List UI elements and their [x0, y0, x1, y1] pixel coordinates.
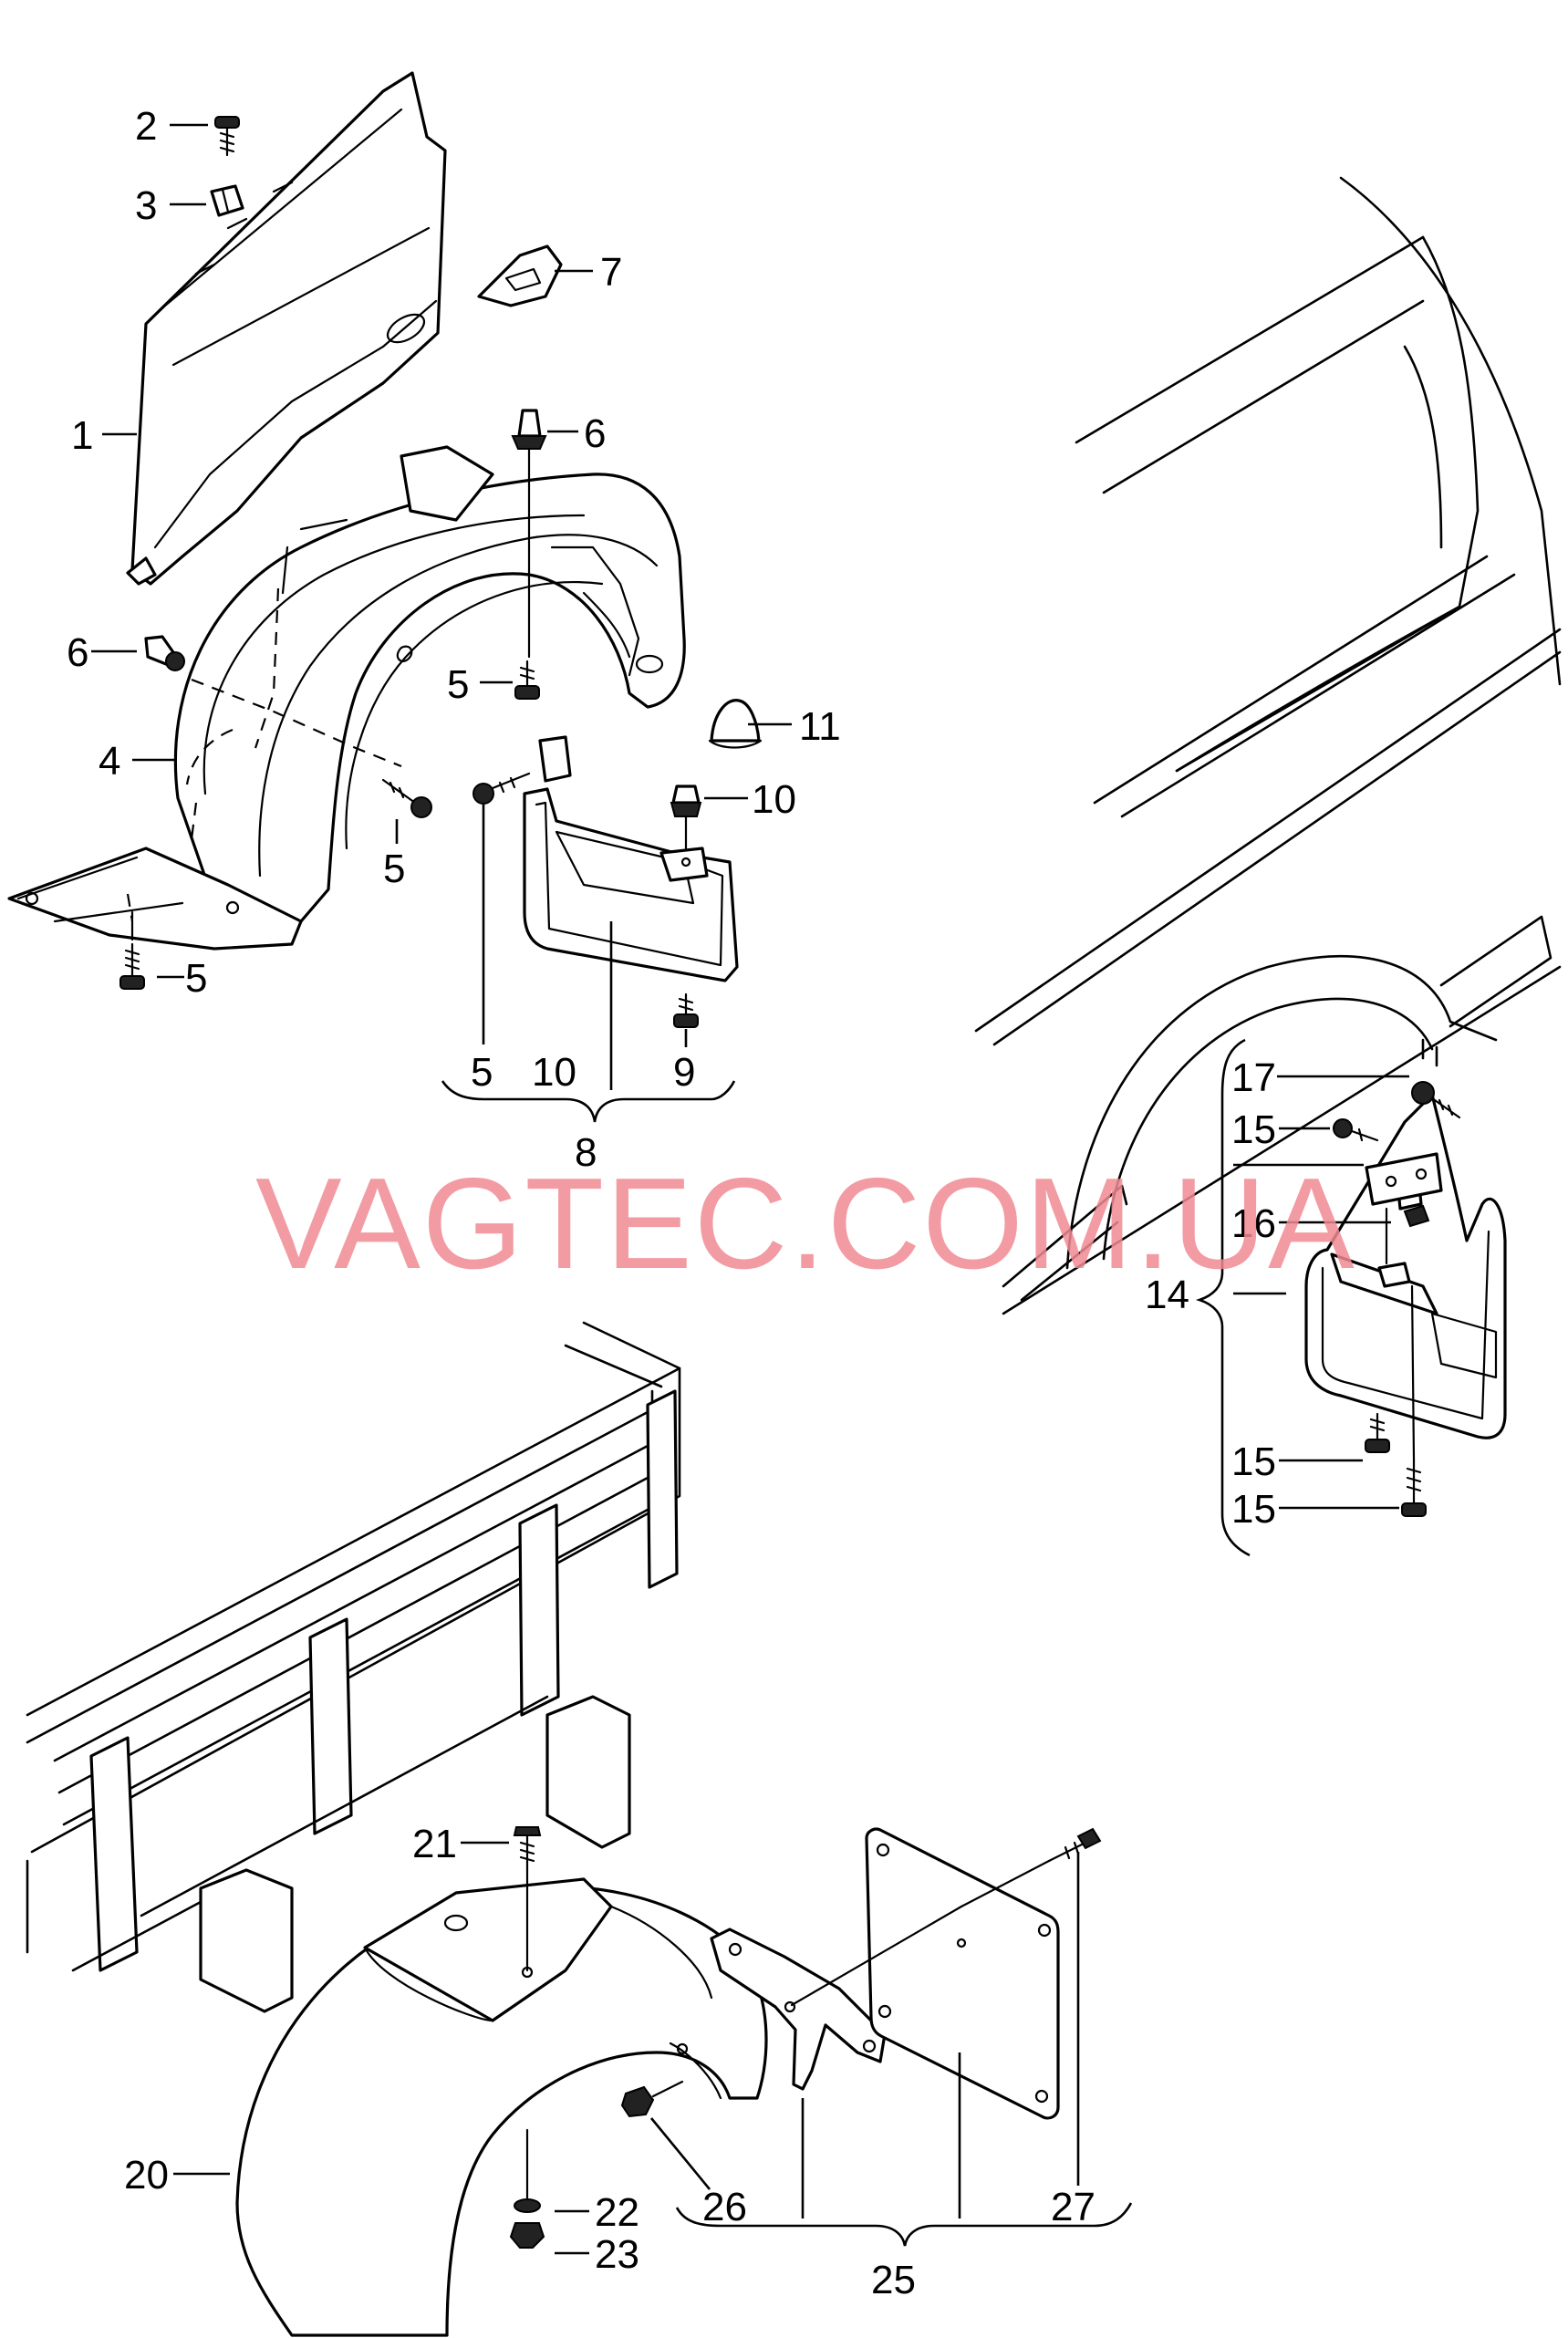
clip-nut-3: [210, 184, 244, 217]
watermark-text: VAGTEC.COM.UA: [255, 1151, 1356, 1296]
callout-14: 14: [1145, 1273, 1189, 1317]
callout-25: 25: [871, 2258, 916, 2302]
bolt-15-upper: [1333, 1118, 1379, 1142]
callout-8: 8: [575, 1130, 597, 1175]
bolt-2: [214, 116, 240, 157]
callout-5-flap: 5: [471, 1050, 493, 1095]
callout-22: 22: [595, 2190, 639, 2235]
callout-15-a: 15: [1231, 1107, 1276, 1152]
bolt-15-bottom: [1401, 1458, 1427, 1517]
mud-flap-front: [523, 735, 739, 982]
bolt-17: [1411, 1081, 1461, 1119]
pickup-bed: [26, 1321, 681, 2013]
bolt-15-lower: [1365, 1412, 1390, 1453]
callout-2: 2: [135, 104, 157, 149]
screw-5-flap: [472, 772, 531, 805]
callout-5-lower: 5: [185, 956, 207, 1001]
leader-lines: [91, 123, 1409, 2255]
callout-17: 17: [1231, 1055, 1276, 1100]
rear-fender: [235, 1877, 768, 2337]
callout-15-b: 15: [1231, 1439, 1276, 1484]
bracket-7: [477, 244, 563, 307]
wheel-housing-liner: [7, 445, 686, 951]
nut-16: [1403, 1204, 1430, 1228]
callout-10-nut: 10: [752, 777, 796, 822]
plate-holder-25: [865, 1827, 1060, 2120]
callout-5-liner: 5: [383, 847, 405, 891]
front-fender: [126, 71, 447, 586]
callout-5-upper: 5: [447, 662, 469, 707]
screw-5-liner: [381, 778, 432, 818]
screw-9: [673, 992, 699, 1028]
callout-1: 1: [71, 413, 93, 458]
bolt-21: [513, 1826, 542, 1972]
callout-23: 23: [595, 2232, 639, 2277]
callout-4: 4: [99, 739, 120, 784]
clip-6-upper: [511, 409, 547, 659]
nut-26: [620, 2080, 684, 2118]
bolt-27: [790, 1827, 1102, 2007]
bracket-25: [710, 1928, 887, 2091]
callout-21: 21: [412, 1822, 457, 1866]
callout-6-left: 6: [67, 630, 88, 675]
callout-26: 26: [702, 2185, 747, 2229]
callout-6-upper: 6: [584, 411, 606, 456]
van-rear-body: [974, 176, 1562, 1315]
callout-20: 20: [124, 2153, 169, 2198]
callout-3: 3: [135, 183, 157, 228]
cap-11: [708, 699, 763, 749]
callout-10-flap: 10: [532, 1050, 576, 1095]
group-brackets: [441, 1038, 1251, 2247]
callout-15-c: 15: [1231, 1487, 1276, 1532]
callout-11: 11: [799, 704, 841, 749]
screw-5-upper: [514, 660, 540, 700]
screw-5-lower: [119, 910, 145, 990]
callouts: 2 3 7 1 6 6 5 11 4 10 5 5 5 10 9 8 17 15…: [67, 104, 1276, 2302]
clip-6-left: [144, 635, 185, 671]
callout-7: 7: [600, 250, 622, 295]
nut-23: [509, 2222, 545, 2249]
callout-27: 27: [1051, 2185, 1096, 2229]
callout-9: 9: [673, 1050, 695, 1095]
washer-22: [514, 2128, 541, 2213]
nut-10: [670, 785, 702, 850]
callout-16: 16: [1231, 1201, 1276, 1246]
mud-flap-rear: [1304, 1093, 1507, 1461]
